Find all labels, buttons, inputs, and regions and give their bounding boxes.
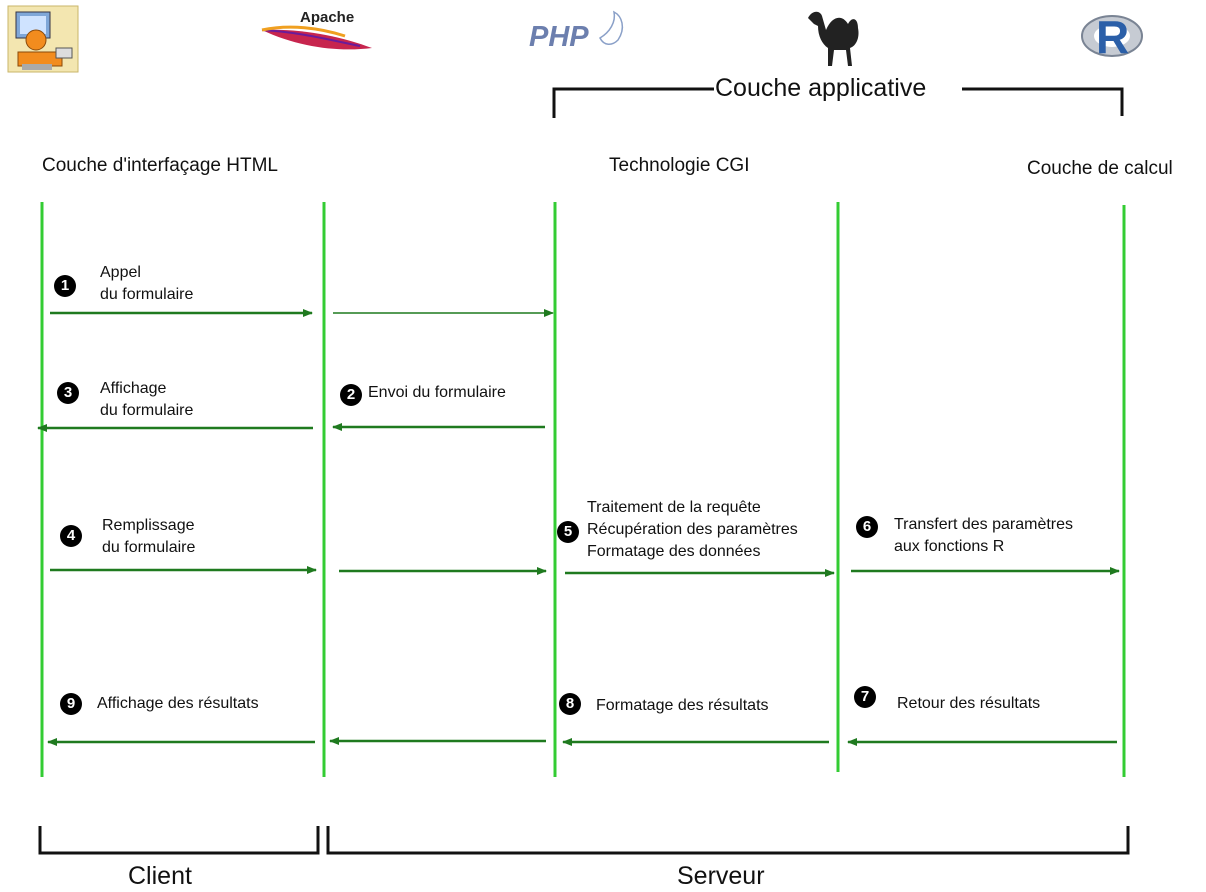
step-text-line: Affichage des résultats	[97, 695, 259, 712]
step-badge-4: 4	[60, 525, 82, 547]
php-logo-text: PHP	[529, 21, 589, 53]
step-badge-7: 7	[854, 686, 876, 708]
step-text-5: Traitement de la requête Récupération de…	[587, 497, 798, 563]
application-layer-label: Couche applicative	[715, 74, 927, 102]
step-text-line: du formulaire	[100, 286, 194, 303]
step-text-line: Affichage	[100, 380, 167, 397]
step-text-3: Affichage du formulaire	[100, 378, 193, 422]
step-text-line: Formatage des résultats	[596, 697, 769, 714]
lifelines	[40, 202, 1126, 777]
bottom-brackets	[38, 826, 1130, 855]
perl-camel-icon	[808, 11, 859, 67]
step-text-line: du formulaire	[102, 539, 196, 556]
r-logo-text: R	[1096, 11, 1130, 63]
step-text-line: Remplissage	[102, 517, 195, 534]
step-text-4: Remplissage du formulaire	[102, 515, 195, 559]
serveur-label: Serveur	[677, 862, 765, 890]
client-bracket	[38, 826, 320, 855]
step-text-7: Retour des résultats	[897, 693, 1040, 715]
layer-label-cgi: Technologie CGI	[609, 155, 750, 176]
computer-user-icon	[7, 5, 79, 73]
step-text-2: Envoi du formulaire	[368, 382, 506, 404]
step-text-line: Transfert des paramètres	[894, 516, 1074, 533]
step-text-line: Formatage des données	[587, 543, 761, 560]
layer-label-calc: Couche de calcul	[1027, 158, 1173, 179]
step-badge-5: 5	[557, 521, 579, 543]
php-logo-icon	[599, 10, 624, 45]
step-text-9: Affichage des résultats	[97, 693, 259, 715]
r-logo-icon	[1081, 15, 1143, 57]
step-badge-1: 1	[54, 275, 76, 297]
step-text-line: Envoi du formulaire	[368, 384, 506, 401]
apache-feather-icon	[261, 25, 372, 50]
message-arrows	[37, 309, 1120, 746]
step-text-line: Retour des résultats	[897, 695, 1041, 712]
step-text-line: Traitement de la requête	[587, 499, 761, 516]
step-badge-9: 9	[60, 693, 82, 715]
step-text-8: Formatage des résultats	[596, 695, 769, 717]
step-text-line: Récupération des paramètres	[587, 521, 798, 538]
step-text-line: Appel	[100, 264, 141, 281]
application-layer-bracket	[552, 87, 1124, 118]
step-text-line: aux fonctions R	[894, 538, 1005, 555]
step-badge-3: 3	[57, 382, 79, 404]
serveur-bracket	[326, 826, 1130, 855]
step-text-1: Appel du formulaire	[100, 262, 193, 306]
step-badge-2: 2	[340, 384, 362, 406]
step-badge-8: 8	[559, 693, 581, 715]
step-badge-6: 6	[856, 516, 878, 538]
apache-logo-text: Apache	[300, 9, 355, 26]
layer-label-html: Couche d'interfaçage HTML	[42, 155, 278, 176]
step-text-line: du formulaire	[100, 402, 194, 419]
client-label: Client	[128, 862, 192, 890]
step-text-6: Transfert des paramètres aux fonctions R	[894, 514, 1073, 558]
